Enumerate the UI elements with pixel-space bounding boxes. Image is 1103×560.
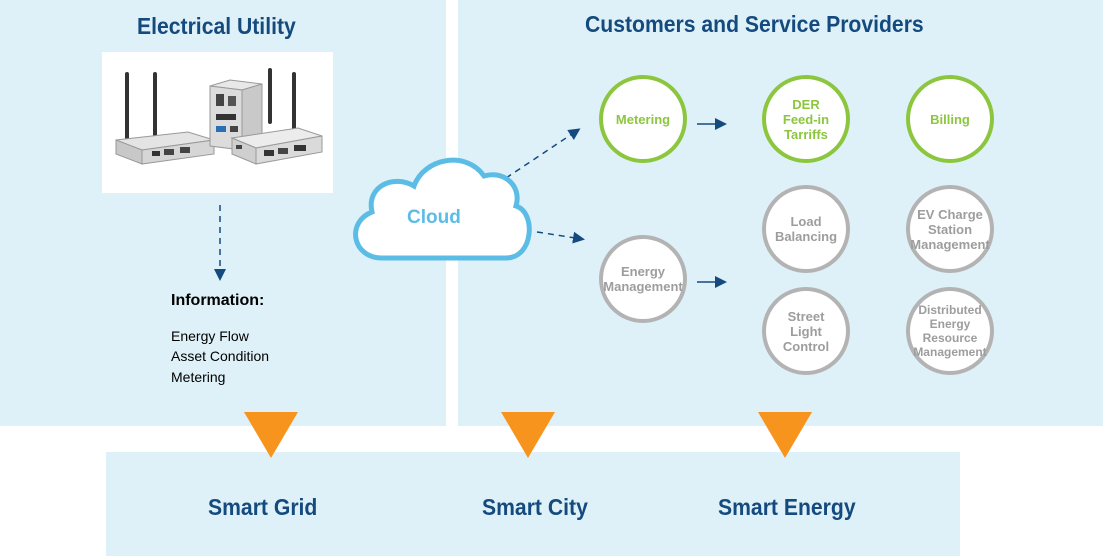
energy-management-circle: Energy Management (599, 235, 687, 323)
electrical-utility-title: Electrical Utility (137, 13, 296, 39)
load-balancing-label: Load Balancing (774, 214, 838, 244)
cloud-shape (353, 157, 532, 261)
customers-providers-title: Customers and Service Providers (585, 11, 924, 37)
info-item-asset-condition: Asset Condition (171, 348, 270, 364)
metering-label: Metering (615, 111, 671, 127)
distributed-energy-resource-label: Distributed Energy Resource Management (913, 303, 987, 359)
smart-grid-label: Smart Grid (208, 494, 318, 520)
gateway-devices-image (102, 52, 333, 193)
metering-circle: Metering (599, 75, 687, 163)
smart-city-label: Smart City (482, 494, 588, 520)
smart-energy-label: Smart Energy (718, 494, 856, 520)
arrow-cloud-to-metering (505, 128, 581, 179)
street-light-control-circle: Street Light Control (762, 287, 850, 375)
information-title: Information: (171, 292, 265, 309)
ev-charge-station-label: EV Charge Station Management (910, 206, 990, 252)
info-item-metering: Metering (171, 369, 226, 385)
street-light-control-label: Street Light Control (782, 308, 830, 354)
triangle-smart-city (501, 412, 555, 458)
ev-charge-station-circle: EV Charge Station Management (906, 185, 994, 273)
billing-circle: Billing (906, 75, 994, 163)
distributed-energy-resource-circle: Distributed Energy Resource Management (906, 287, 994, 375)
arrow-cloud-to-energy-management (536, 231, 585, 244)
triangle-smart-energy (758, 412, 812, 458)
der-feed-in-tariffs-circle: DER Feed-in Tarriffs (762, 75, 850, 163)
load-balancing-circle: Load Balancing (762, 185, 850, 273)
triangle-smart-grid (244, 412, 298, 458)
info-item-energy-flow: Energy Flow (171, 328, 249, 344)
smart-outcomes-panel (106, 452, 960, 556)
energy-management-label: Energy Management (603, 264, 683, 294)
cloud-label: Cloud (407, 207, 461, 228)
billing-label: Billing (930, 111, 970, 127)
der-feed-in-tariffs-label: DER Feed-in Tarriffs (782, 96, 830, 142)
